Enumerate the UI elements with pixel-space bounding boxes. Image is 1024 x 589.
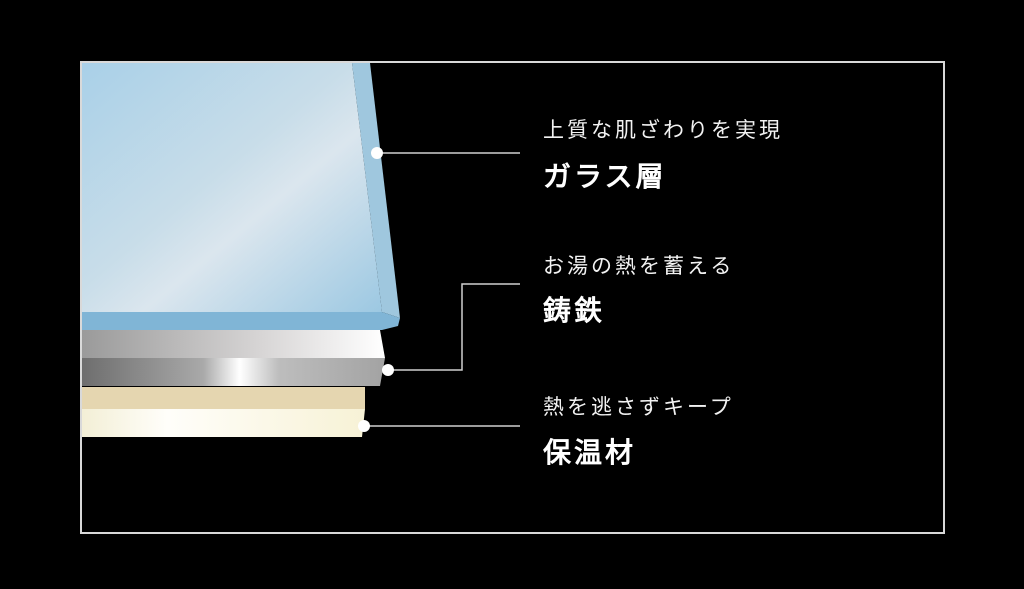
insulation-title: 保温材 [543,436,637,469]
cast-iron-title: 鋳鉄 [543,294,606,327]
cast-iron-top [82,330,385,358]
insulation-top [82,387,365,409]
cast-iron-front [82,358,385,386]
glass-layer-subtitle: 上質な肌ざわりを実現 [543,118,783,142]
insulation-marker-dot [358,420,370,432]
iron-marker-dot [382,364,394,376]
glass-edge [82,312,400,330]
insulation-subtitle: 熱を逃さずキープ [543,395,734,419]
glass-layer-title: ガラス層 [543,160,667,193]
glass-layer [82,63,382,312]
diagram-frame [80,61,945,534]
insulation-front [82,409,365,437]
iron-leader-line [388,283,520,371]
cast-iron-subtitle: お湯の熱を蓄える [543,254,735,278]
glass-side [352,63,400,318]
glass-marker-dot [371,147,383,159]
